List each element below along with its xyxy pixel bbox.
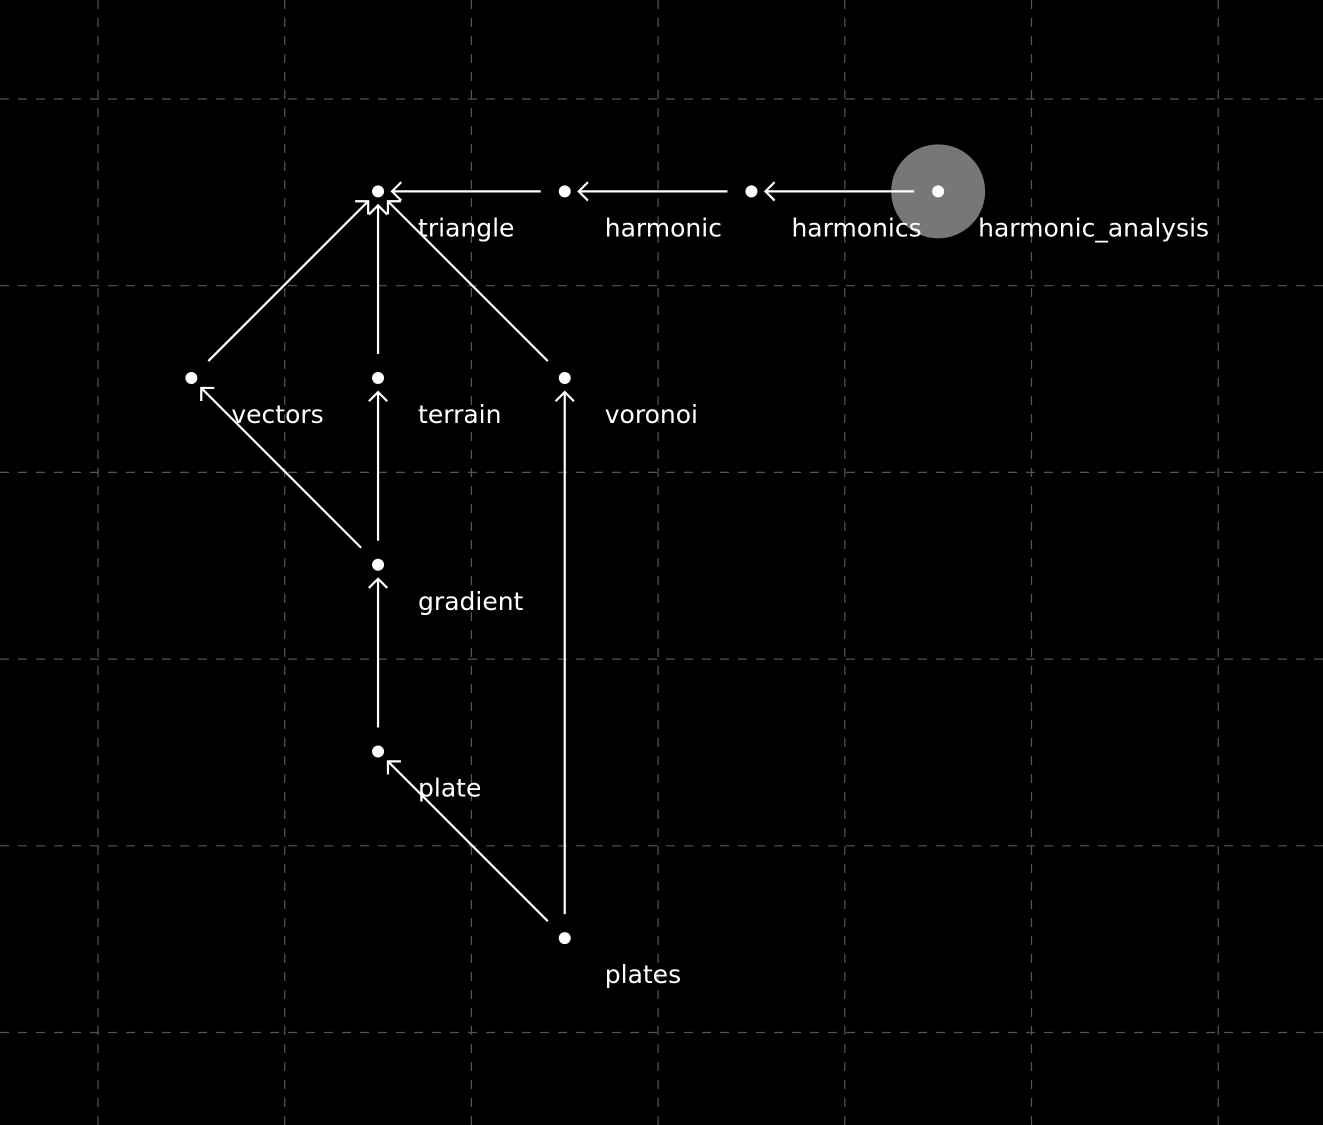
- node-harmonic[interactable]: [558, 185, 571, 198]
- node-label-harmonic_analysis: harmonic_analysis: [978, 213, 1209, 242]
- edge-gradient-to-vectors: [200, 386, 362, 549]
- arrowhead: [577, 181, 589, 202]
- node-label-plates: plates: [605, 960, 681, 989]
- edge-layer: [200, 181, 915, 922]
- node-label-gradient: gradient: [418, 587, 524, 616]
- node-label-plate: plate: [418, 773, 481, 802]
- edge-plate-to-gradient: [368, 577, 389, 728]
- node-label-triangle: triangle: [418, 213, 514, 242]
- node-terrain[interactable]: [372, 372, 385, 385]
- node-label-harmonics: harmonics: [791, 213, 921, 242]
- edge-plates-to-voronoi: [554, 390, 575, 915]
- edge-harmonic-to-triangle: [390, 181, 541, 202]
- arrowhead: [368, 390, 389, 403]
- arrowhead: [368, 203, 389, 216]
- edge-harmonics-to-harmonic: [577, 181, 728, 202]
- arrowhead: [386, 200, 401, 215]
- edge-plates-to-plate: [386, 760, 549, 922]
- node-voronoi[interactable]: [558, 372, 571, 385]
- node-label-vectors: vectors: [231, 400, 323, 429]
- node-harmonics[interactable]: [745, 185, 758, 198]
- arrowhead: [386, 760, 401, 775]
- node-gradient[interactable]: [372, 558, 385, 571]
- node-label-voronoi: voronoi: [605, 400, 698, 429]
- edge-terrain-to-triangle: [368, 203, 389, 355]
- edge-line: [387, 200, 549, 362]
- arrowhead: [763, 181, 776, 202]
- node-label-harmonic: harmonic: [605, 213, 722, 242]
- arrowhead: [200, 386, 215, 401]
- arrowhead: [554, 390, 575, 403]
- node-plates[interactable]: [558, 932, 571, 945]
- node-triangle[interactable]: [372, 185, 385, 198]
- label-layer: triangle harmonic harmonics harmonic_analys…: [231, 213, 1209, 989]
- node-plate[interactable]: [372, 745, 385, 758]
- edge-harmonic_analysis-to-harmonics: [763, 181, 915, 202]
- node-harmonic_analysis[interactable]: [932, 185, 945, 198]
- edge-line: [200, 387, 362, 549]
- node-vectors[interactable]: [185, 372, 198, 385]
- node-label-terrain: terrain: [418, 400, 501, 429]
- node-layer: [185, 185, 945, 945]
- arrowhead: [368, 577, 389, 589]
- edge-vectors-to-triangle: [207, 200, 370, 362]
- edge-voronoi-to-triangle: [386, 200, 549, 362]
- arrowhead: [390, 181, 403, 202]
- edge-gradient-to-terrain: [368, 390, 389, 541]
- edge-line: [387, 760, 549, 922]
- arrowhead: [355, 200, 370, 215]
- edge-line: [207, 200, 369, 362]
